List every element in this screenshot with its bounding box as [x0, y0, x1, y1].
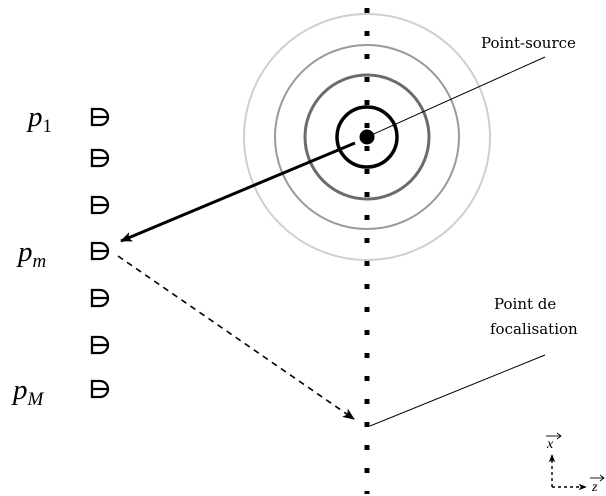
focusing-dashed-arrow — [117, 255, 355, 420]
transducer-element — [90, 107, 110, 127]
transducer-element — [90, 148, 110, 168]
transducer-element — [90, 379, 110, 399]
wavefront-ring-1 — [335, 105, 399, 169]
label-pM: pM — [11, 374, 45, 410]
label-pm: pm — [16, 236, 46, 272]
label-p1: p1 — [26, 101, 52, 137]
focal-point-label-line2: focalisation — [490, 320, 578, 338]
z-axis-label: z — [591, 480, 598, 495]
x-axis-vector-head — [556, 432, 562, 440]
transducer-array — [90, 107, 110, 399]
wavefront-ring-2 — [303, 73, 431, 201]
emission-arrow — [120, 141, 356, 243]
z-axis-vector-head — [599, 474, 605, 482]
focal-point-leader — [369, 354, 546, 427]
wavefront-ring-3 — [274, 44, 460, 230]
wavefronts — [243, 13, 491, 261]
point-source-label: Point-source — [481, 34, 576, 52]
transducer-element — [90, 241, 110, 261]
wavefront-ring-4 — [243, 13, 491, 261]
x-axis-label: x — [546, 437, 554, 452]
transducer-element — [90, 288, 110, 308]
axes-indicator: x z — [546, 432, 605, 495]
transducer-element — [90, 335, 110, 355]
focal-point-label-line1: Point de — [494, 295, 556, 313]
point-source-leader — [366, 56, 546, 138]
transducer-element — [90, 195, 110, 215]
